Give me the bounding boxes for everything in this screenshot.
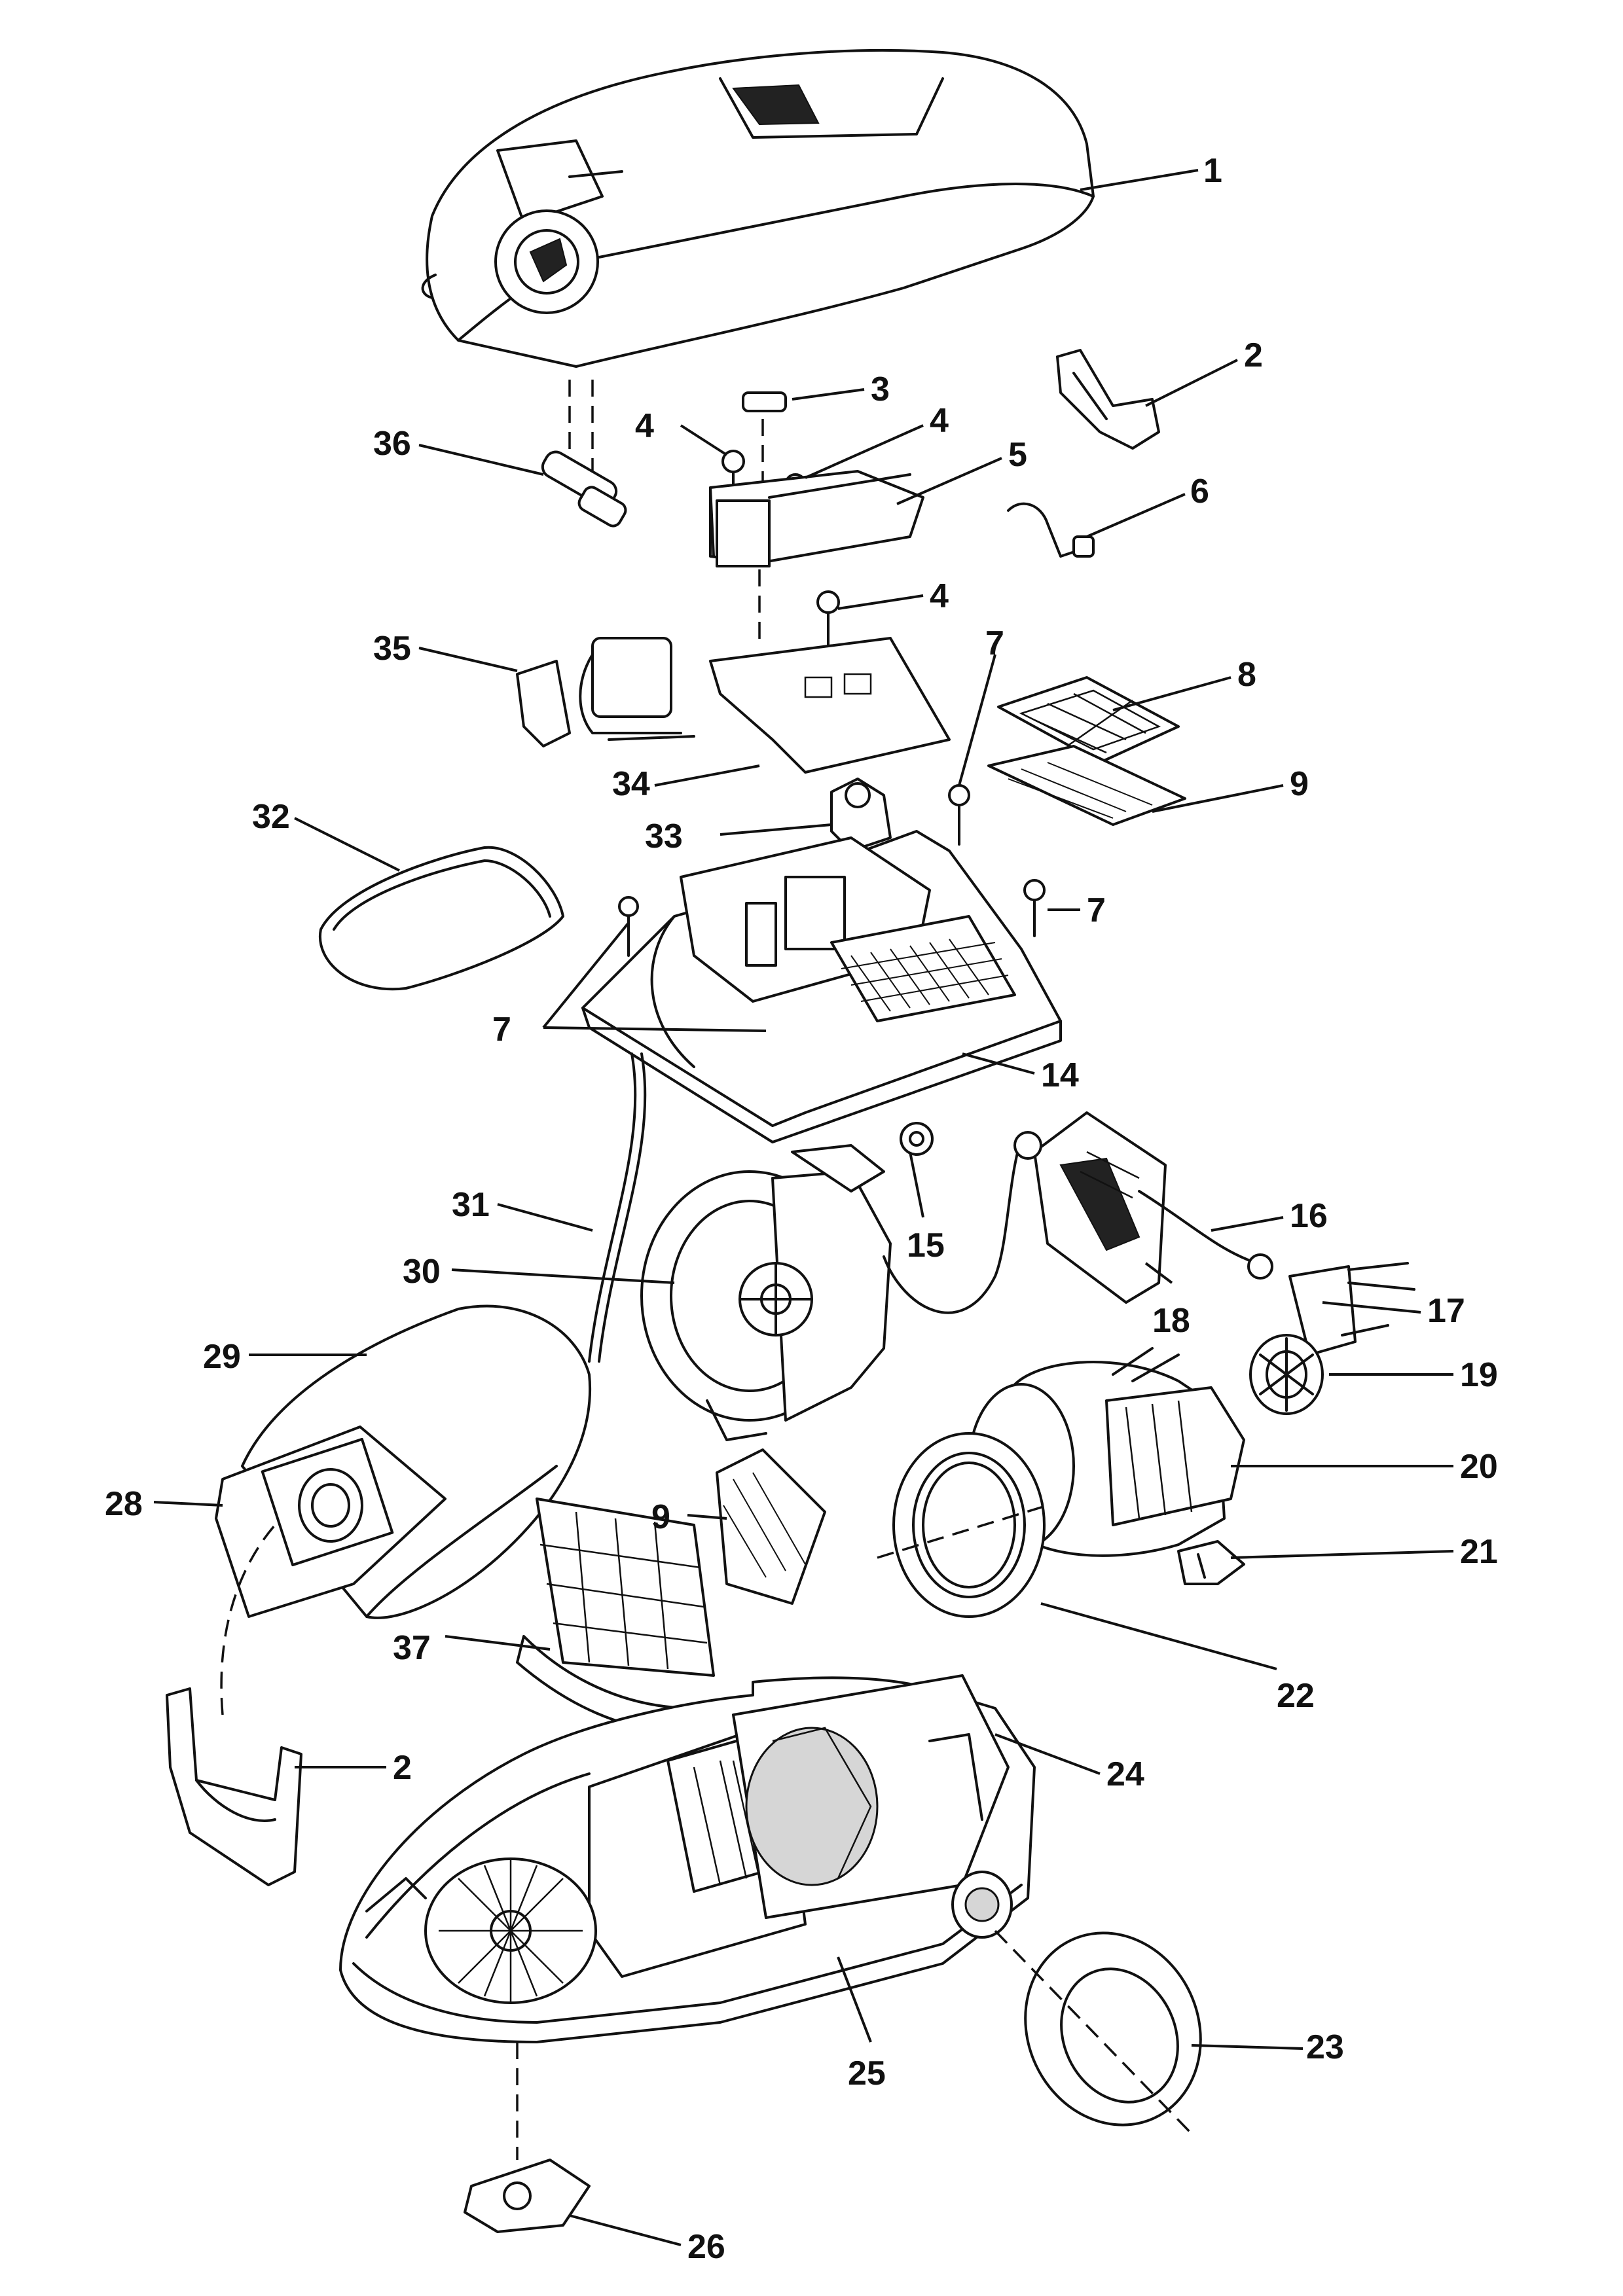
callout-9-upper: 9	[1290, 765, 1309, 803]
callout-14: 14	[1041, 1056, 1079, 1094]
callout-7-right: 7	[1087, 891, 1106, 929]
part-2-clip-upper	[1056, 349, 1160, 450]
part-24-base-body	[339, 1674, 1036, 2043]
part-34-circuit-board	[709, 569, 951, 774]
callout-5: 5	[1008, 436, 1027, 474]
callout-3: 3	[871, 370, 890, 408]
callout-labels: 1 2 2 3 4 4 4 5 6 7 7 7 8 9 9 14 15 16 1…	[105, 152, 1498, 2266]
callout-18: 18	[1152, 1302, 1190, 1340]
callout-29: 29	[203, 1338, 241, 1376]
part-35-switch	[516, 637, 695, 747]
callout-7-upper: 7	[985, 624, 1004, 662]
callout-37: 37	[393, 1629, 431, 1667]
callout-34: 34	[612, 765, 650, 803]
part-2-clip-lower	[166, 1524, 302, 1886]
callout-4-left: 4	[635, 407, 654, 445]
part-9-filter-pad-lower	[716, 1448, 826, 1605]
callout-15: 15	[907, 1227, 945, 1265]
part-16-wire	[1138, 1190, 1273, 1280]
part-9-filter-pad-upper	[987, 745, 1186, 826]
callout-2-lower: 2	[393, 1749, 412, 1787]
callout-20: 20	[1460, 1448, 1498, 1486]
callout-28: 28	[105, 1485, 143, 1523]
callout-1: 1	[1203, 152, 1222, 190]
part-26-caster	[464, 2042, 591, 2233]
part-19-fan-wheel	[1249, 1334, 1324, 1415]
part-22-fan-ring	[877, 1432, 1048, 1618]
callout-8: 8	[1237, 656, 1256, 694]
part-31-cable	[588, 1052, 647, 1363]
part-8-filter-frame	[997, 676, 1180, 764]
callout-22: 22	[1277, 1677, 1315, 1715]
callout-25: 25	[848, 2054, 886, 2092]
callout-4-right: 4	[930, 402, 949, 440]
callout-6: 6	[1190, 473, 1209, 511]
callout-32: 32	[252, 798, 290, 836]
callout-31: 31	[452, 1186, 490, 1224]
callout-4-middle: 4	[930, 577, 949, 615]
part-36-latch	[541, 380, 627, 528]
part-3-pin	[742, 391, 787, 497]
callout-2-upper: 2	[1244, 336, 1263, 374]
callout-36: 36	[373, 425, 411, 463]
callout-26: 26	[687, 2228, 725, 2266]
part-21-plug	[1177, 1540, 1245, 1585]
callout-9-lower: 9	[651, 1498, 670, 1536]
part-5-switch-housing	[709, 470, 924, 567]
callout-33: 33	[645, 817, 683, 855]
part-1-top-cover	[421, 48, 1095, 368]
callout-16: 16	[1290, 1197, 1328, 1235]
part-17-capacitor	[1288, 1262, 1415, 1356]
part-30-cable-reel	[640, 1144, 892, 1441]
part-37-grid	[516, 1498, 715, 1736]
part-20-motor	[968, 1347, 1245, 1557]
part-32-gasket	[318, 846, 564, 991]
callout-30: 30	[403, 1253, 441, 1291]
callout-24: 24	[1106, 1755, 1144, 1793]
part-14-motor-housing	[581, 830, 1062, 1143]
leader-lines	[153, 169, 1454, 2246]
callout-35: 35	[373, 630, 411, 668]
part-6-spring	[1007, 502, 1095, 558]
callout-7-left: 7	[492, 1011, 511, 1049]
part-25-base-side	[951, 1871, 1013, 1939]
part-15-bushing	[900, 1122, 934, 1156]
callout-19: 19	[1460, 1356, 1498, 1394]
part-28-bag-holder	[215, 1426, 447, 1618]
part-18-motor-cover	[883, 1111, 1167, 1314]
callout-23: 23	[1306, 2028, 1344, 2066]
callout-17: 17	[1427, 1292, 1465, 1330]
callout-21: 21	[1460, 1533, 1498, 1571]
part-23-wheel	[994, 1929, 1202, 2135]
